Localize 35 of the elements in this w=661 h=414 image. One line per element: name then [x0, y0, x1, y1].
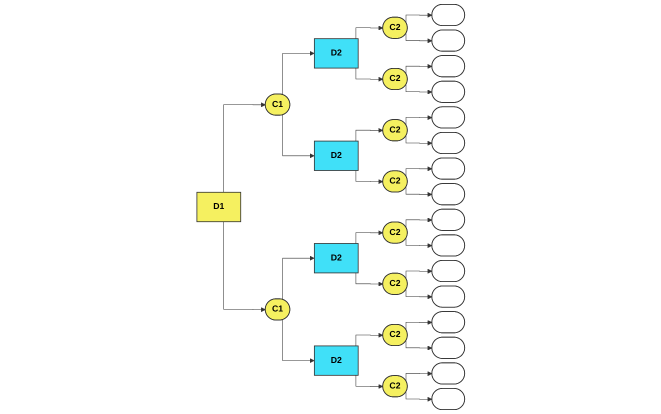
arrow — [282, 114, 314, 158]
arrow — [355, 375, 383, 389]
arrow — [405, 12, 432, 23]
arrow — [405, 186, 432, 197]
arrow — [355, 128, 383, 142]
arrow — [282, 320, 314, 364]
arrow — [405, 64, 432, 74]
arrow — [355, 170, 383, 184]
arrow — [355, 332, 383, 346]
arrow — [405, 238, 432, 248]
arrow — [405, 136, 432, 146]
node-box: D2 — [314, 243, 358, 274]
arrow — [405, 84, 432, 94]
arrow — [282, 50, 314, 95]
node-box: D2 — [314, 346, 358, 376]
arrow — [405, 166, 432, 176]
arrow — [405, 218, 432, 228]
node-box: D2 — [314, 38, 358, 68]
arrow — [405, 371, 432, 382]
arrow — [405, 289, 432, 300]
arrow — [405, 320, 432, 330]
arrow — [405, 115, 432, 126]
arrow — [223, 102, 266, 193]
arrow — [405, 340, 432, 350]
node-box: D2 — [314, 140, 358, 171]
arrow — [405, 392, 432, 402]
arrow — [223, 221, 266, 312]
arrow — [282, 256, 314, 300]
arrow — [355, 230, 383, 244]
arrow — [355, 26, 383, 39]
arrow — [405, 33, 432, 44]
arrow — [355, 68, 383, 82]
arrow — [405, 268, 432, 279]
node-box: D1 — [196, 192, 241, 222]
arrow — [355, 272, 383, 286]
